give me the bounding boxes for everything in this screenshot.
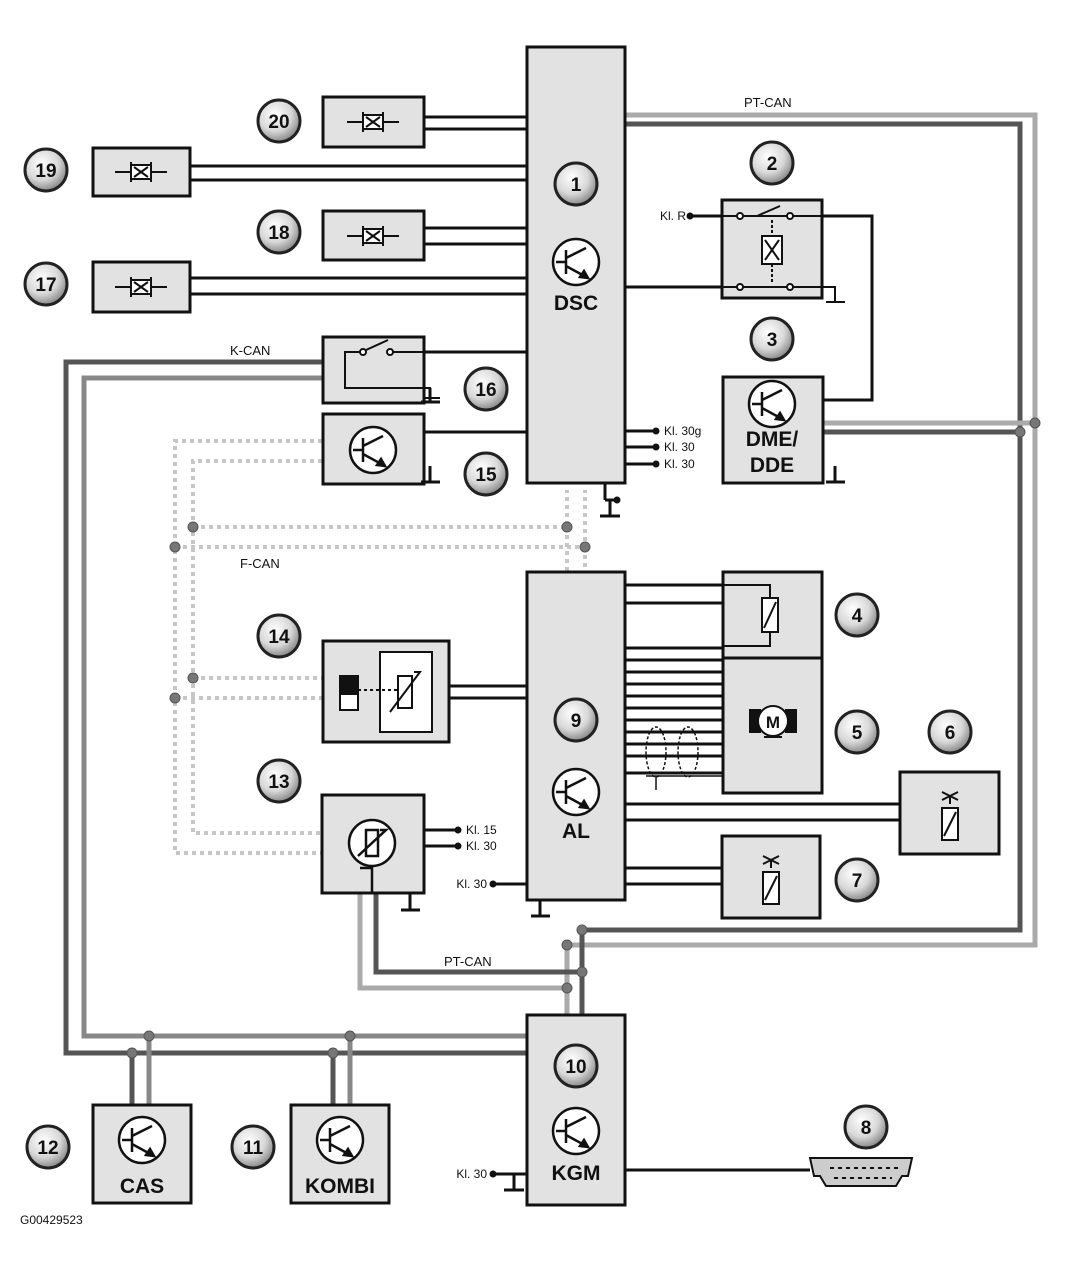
callout-number: 2 [767,154,778,175]
callout-number: 5 [852,723,863,744]
callout-number: 16 [475,380,496,401]
k-can-label: K-CAN [230,343,270,358]
callout-17: 17 [23,261,69,307]
kl-30-sensor-label: Kl. 30 [466,839,497,853]
callout-number: 19 [35,161,56,182]
kl-r-label: Kl. R [660,209,686,223]
dsc-label: DSC [554,292,598,315]
callout-13: 13 [256,758,302,804]
svg-text:M: M [766,713,780,732]
callout-10: 10 [553,1043,599,1089]
ground-symbols [401,388,845,1192]
wheel-sensor-symbols [115,112,399,297]
callout-number: 12 [37,1138,58,1159]
shield-loops [645,726,722,790]
callout-number: 14 [268,627,290,648]
al-transistor-icon [551,767,601,817]
valve-icons [762,791,959,905]
dme-transistor-icon [747,379,797,429]
callout-20: 20 [256,98,302,144]
callout-number: 11 [243,1138,264,1159]
callout-12: 12 [25,1124,71,1170]
callout-15: 15 [463,451,509,497]
kl-30-a-label: Kl. 30 [664,440,695,454]
obd-connector-icon [808,1157,914,1187]
callout-18: 18 [256,209,302,255]
sensor14-icon [339,651,433,733]
callout-number: 10 [565,1057,586,1078]
callout-5: 5 [834,709,880,755]
terminal-dots [454,212,694,1178]
kgm-label: KGM [552,1162,601,1185]
callout-11: 11 [230,1124,276,1170]
callout-number: 20 [268,112,289,133]
callout-number: 7 [852,871,863,892]
module-labels: DSC DME/ DDE AL KGM CAS KOMBI [120,292,799,1198]
sensor13-icon [347,818,397,893]
kl-30g-label: Kl. 30g [664,424,701,438]
dsc-transistor-icon [551,237,601,287]
callout-19: 19 [23,147,69,193]
actuator4-icon [722,584,779,647]
signal-wires [190,115,900,1176]
transistor-icons [117,237,797,1165]
kgm-transistor-icon [551,1106,601,1156]
callout-6: 6 [927,709,973,755]
cas-transistor-icon [117,1115,167,1165]
callout-number: 3 [767,330,778,351]
kl-30-kgm-label: Kl. 30 [456,1167,487,1181]
kombi-transistor-icon [315,1115,365,1165]
pt-can-bus [357,112,1038,1015]
cas-label: CAS [120,1175,164,1198]
motor-icon: M [749,705,797,738]
callout-9: 9 [553,697,599,743]
callout-number: 6 [945,723,956,744]
figure-code: G00429523 [20,1213,83,1227]
kl-30-b-label: Kl. 30 [664,457,695,471]
bus-labels: PT-CAN PT-CAN K-CAN F-CAN [230,95,792,969]
al-label: AL [562,820,590,843]
switch-16 [321,335,426,405]
pt-can-top-label: PT-CAN [744,95,792,110]
callout-7: 7 [834,857,880,903]
callout-number: 4 [852,606,863,627]
callout-2: 2 [749,140,795,186]
callout-4: 4 [834,592,880,638]
callout-3: 3 [749,316,795,362]
relay-symbol [722,205,845,303]
dde-label: DDE [750,454,794,477]
kl-15-sensor-label: Kl. 15 [466,823,497,837]
callout-number: 8 [861,1118,872,1139]
callout-8: 8 [843,1104,889,1150]
callout-number: 9 [571,711,582,732]
callout-number: 17 [35,275,56,296]
pt-can-bottom-label: PT-CAN [444,954,492,969]
k-can-bus [63,359,527,1105]
callout-16: 16 [463,366,509,412]
kombi-label: KOMBI [305,1175,375,1198]
callout-number: 18 [268,223,289,244]
terminal-labels: Kl. R Kl. 30g Kl. 30 Kl. 30 Kl. 15 Kl. 3… [456,209,701,1181]
dme-label: DME/ [746,428,799,451]
callout-number: 1 [571,175,582,196]
callout-number: 13 [268,772,289,793]
callout-1: 1 [553,161,599,207]
kl-30-al-label: Kl. 30 [456,877,487,891]
f-can-label: F-CAN [240,556,280,571]
bus-junctions [126,417,1041,1059]
module15-transistor-icon [348,425,398,475]
callout-number: 15 [475,465,497,486]
callout-14: 14 [256,613,302,659]
